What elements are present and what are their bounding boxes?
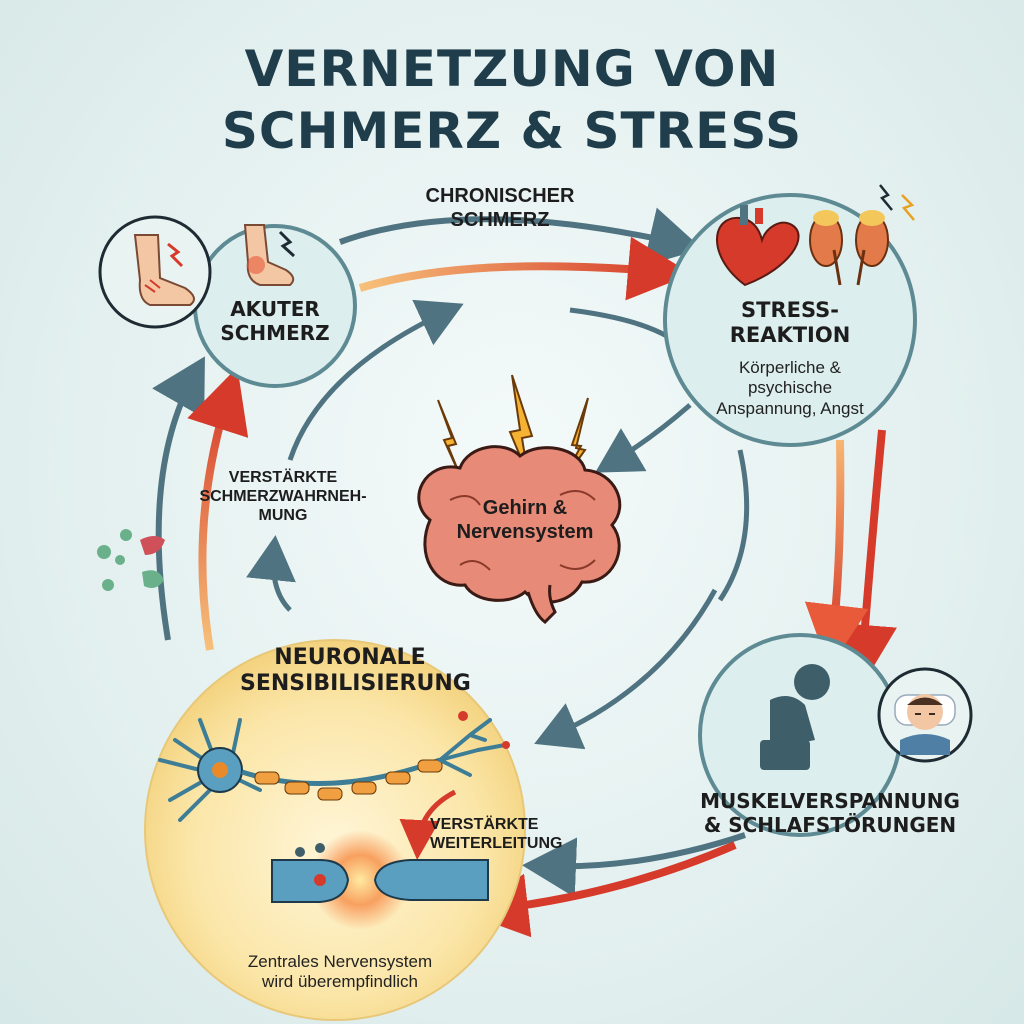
arrow-neuro-up bbox=[246, 535, 296, 612]
molecules-icon bbox=[97, 529, 165, 591]
arrow-transmission bbox=[399, 789, 457, 860]
neuro-title: NEURONALE SENSIBILISIERUNG bbox=[240, 645, 471, 697]
muscle-title-line2: & SCHLAFSTÖRUNGEN bbox=[703, 812, 957, 837]
arrow-muscle-to-neuro-red bbox=[464, 841, 737, 938]
edge-label-chronic-line1: CHRONISCHER bbox=[425, 185, 575, 207]
stress-subtitle-line2: psychische bbox=[747, 378, 833, 398]
edge-label-perception: VERSTÄRKTE SCHMERZWAHRNEH- MUNG bbox=[178, 468, 388, 526]
arrow-chronic-red bbox=[358, 236, 692, 301]
sitting-person-icon bbox=[760, 664, 830, 770]
stress-subtitle: Körperliche & psychische Anspannung, Ang… bbox=[690, 358, 890, 419]
arrow-muscle-to-neuro-teal bbox=[522, 832, 746, 898]
stress-title: STRESS- REAKTION bbox=[700, 298, 880, 348]
stress-subtitle-line3: Anspannung, Angst bbox=[716, 398, 864, 418]
arrow-chronic-teal bbox=[338, 207, 703, 267]
synapse-icon bbox=[271, 830, 489, 930]
muscle-title-line1: MUSKELVERSPANNUNG bbox=[700, 789, 960, 813]
node-neuronal-sensitization bbox=[144, 639, 526, 1021]
neuro-title-line2: SENSIBILISIERUNG bbox=[240, 670, 471, 696]
brain-label-line1: Gehirn & bbox=[482, 497, 568, 519]
edge-label-perception-line1: VERSTÄRKTE bbox=[228, 469, 338, 486]
leg-pain-icon bbox=[243, 224, 296, 286]
edge-label-transmission: VERSTÄRKTE WEITERLEITUNG bbox=[430, 815, 630, 853]
edge-label-perception-line2: SCHMERZWAHRNEH- bbox=[199, 488, 367, 506]
acute-pain-title-line2: SCHMERZ bbox=[220, 320, 330, 345]
arrow-neuro-to-acute-red bbox=[187, 367, 249, 651]
page-title-line1: VERNETZUNG VON bbox=[244, 40, 780, 98]
edge-label-chronic: CHRONISCHER SCHMERZ bbox=[400, 184, 600, 232]
foot-pain-icon bbox=[98, 215, 212, 329]
arrow-inner-right bbox=[717, 449, 750, 602]
muscle-title: MUSKELVERSPANNUNG & SCHLAFSTÖRUNGEN bbox=[680, 789, 980, 837]
arrow-stress-to-brain bbox=[595, 403, 692, 473]
sleeping-person-icon bbox=[877, 667, 973, 763]
stress-title-line2: REAKTION bbox=[729, 322, 851, 347]
acute-pain-title: AKUTER SCHMERZ bbox=[215, 297, 335, 345]
arrow-neuro-to-acute-teal bbox=[152, 356, 205, 641]
edge-label-transmission-line2: WEITERLEITUNG bbox=[430, 835, 563, 853]
edge-label-transmission-line1: VERSTÄRKTE bbox=[430, 816, 539, 833]
page-title-line2: SCHMERZ & STRESS bbox=[221, 102, 803, 160]
heart-icon bbox=[716, 205, 800, 287]
neuro-title-line1: NEURONALE bbox=[274, 645, 426, 670]
neuron-icon bbox=[158, 711, 510, 822]
edge-label-chronic-line2: SCHMERZ bbox=[450, 209, 550, 231]
kidneys-icon bbox=[809, 184, 915, 286]
arrow-stress-to-muscle-red bbox=[833, 429, 897, 689]
edge-label-perception-line3: MUNG bbox=[258, 507, 308, 525]
stress-subtitle-line1: Körperliche & bbox=[738, 358, 842, 377]
neuro-subtitle-line2: wird überempfindlich bbox=[262, 972, 418, 992]
acute-pain-title-line1: AKUTER bbox=[230, 297, 320, 321]
neuro-subtitle-line1: Zentrales Nervensystem bbox=[247, 952, 433, 971]
stress-title-line1: STRESS- bbox=[741, 298, 839, 322]
arrow-inner-left bbox=[287, 299, 464, 461]
neuro-subtitle: Zentrales Nervensystem wird überempfindl… bbox=[220, 952, 460, 993]
brain-label: Gehirn & Nervensystem bbox=[440, 496, 610, 544]
arrow-stress-to-muscle-orange bbox=[804, 439, 869, 669]
brain-label-line2: Nervensystem bbox=[456, 521, 594, 543]
arrow-inner-bottom bbox=[534, 588, 718, 750]
brain-icon bbox=[417, 445, 622, 624]
